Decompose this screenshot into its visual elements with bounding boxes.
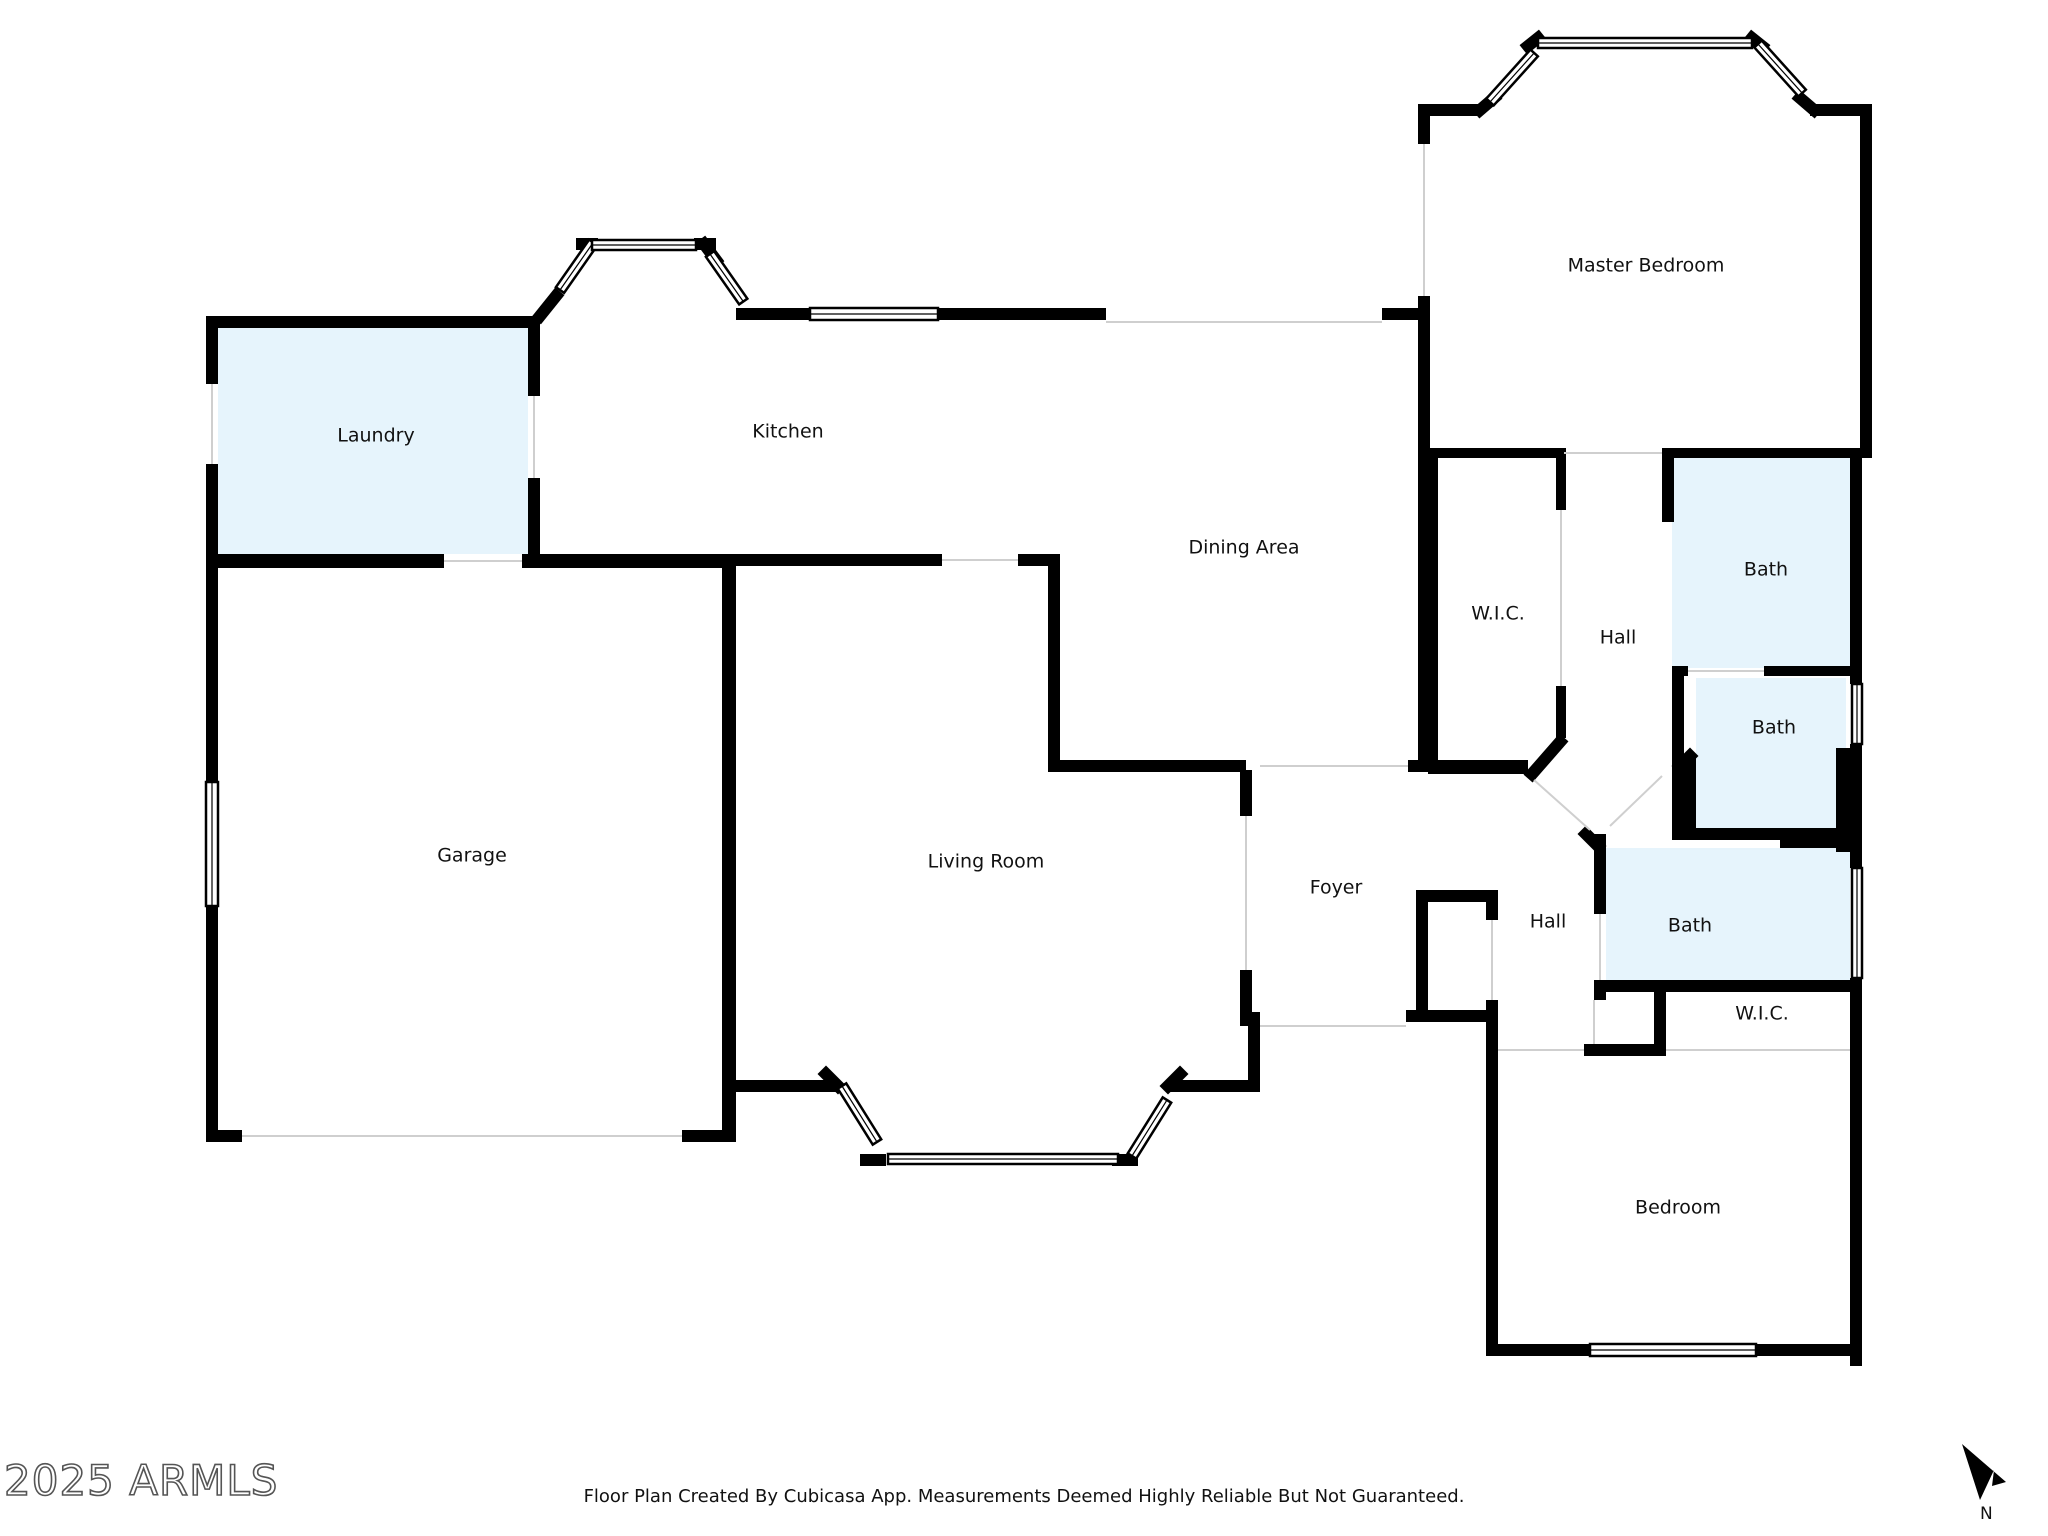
window-living-bay-bottom <box>886 1152 1120 1166</box>
window-master-bay-left <box>1484 47 1540 108</box>
label-hall-2: Hall <box>1530 911 1567 933</box>
north-label: N <box>1980 1504 1993 1524</box>
window-bath-2-east <box>1850 682 1864 746</box>
footer-disclaimer: Floor Plan Created By Cubicasa App. Meas… <box>583 1486 1465 1507</box>
window-kitchen-north <box>808 306 940 322</box>
laundry-fill <box>218 328 528 554</box>
label-bath-2: Bath <box>1752 717 1796 739</box>
label-bath-3: Bath <box>1668 915 1712 937</box>
label-living-room: Living Room <box>928 851 1045 873</box>
bath-1-fill <box>1672 458 1850 668</box>
openings <box>211 144 1850 1137</box>
window-living-bay-left <box>836 1081 883 1147</box>
window-garage-west <box>204 780 220 908</box>
label-wic-1: W.I.C. <box>1471 603 1525 625</box>
label-dining-area: Dining Area <box>1188 537 1299 559</box>
label-foyer: Foyer <box>1310 877 1363 899</box>
label-master-bedroom: Master Bedroom <box>1568 255 1725 277</box>
window-kitchen-bay-right <box>704 249 750 307</box>
label-kitchen: Kitchen <box>752 421 823 443</box>
north-arrow-icon <box>1962 1444 2006 1500</box>
label-bath-1: Bath <box>1744 559 1788 581</box>
label-hall-1: Hall <box>1600 627 1637 649</box>
window-living-bay-right <box>1126 1095 1173 1161</box>
label-wic-2: W.I.C. <box>1735 1003 1789 1025</box>
label-garage: Garage <box>437 845 507 867</box>
window-kitchen-bay-top <box>590 238 698 252</box>
bath-2-fill <box>1696 678 1846 828</box>
copyright-watermark: 2025 ARMLS <box>3 1455 279 1506</box>
room-labels: Master Bedroom Laundry Kitchen Dining Ar… <box>337 255 1796 1219</box>
room-fills <box>218 328 1850 980</box>
window-master-bay-right <box>1752 38 1808 99</box>
window-bedroom-south <box>1588 1342 1758 1358</box>
walls <box>206 104 1872 1366</box>
windows <box>204 36 1864 1358</box>
label-bedroom: Bedroom <box>1635 1197 1721 1219</box>
window-bath-3-east <box>1850 866 1864 980</box>
bath-3-fill <box>1606 848 1850 980</box>
label-laundry: Laundry <box>337 425 414 447</box>
window-master-bay-top <box>1536 36 1754 50</box>
